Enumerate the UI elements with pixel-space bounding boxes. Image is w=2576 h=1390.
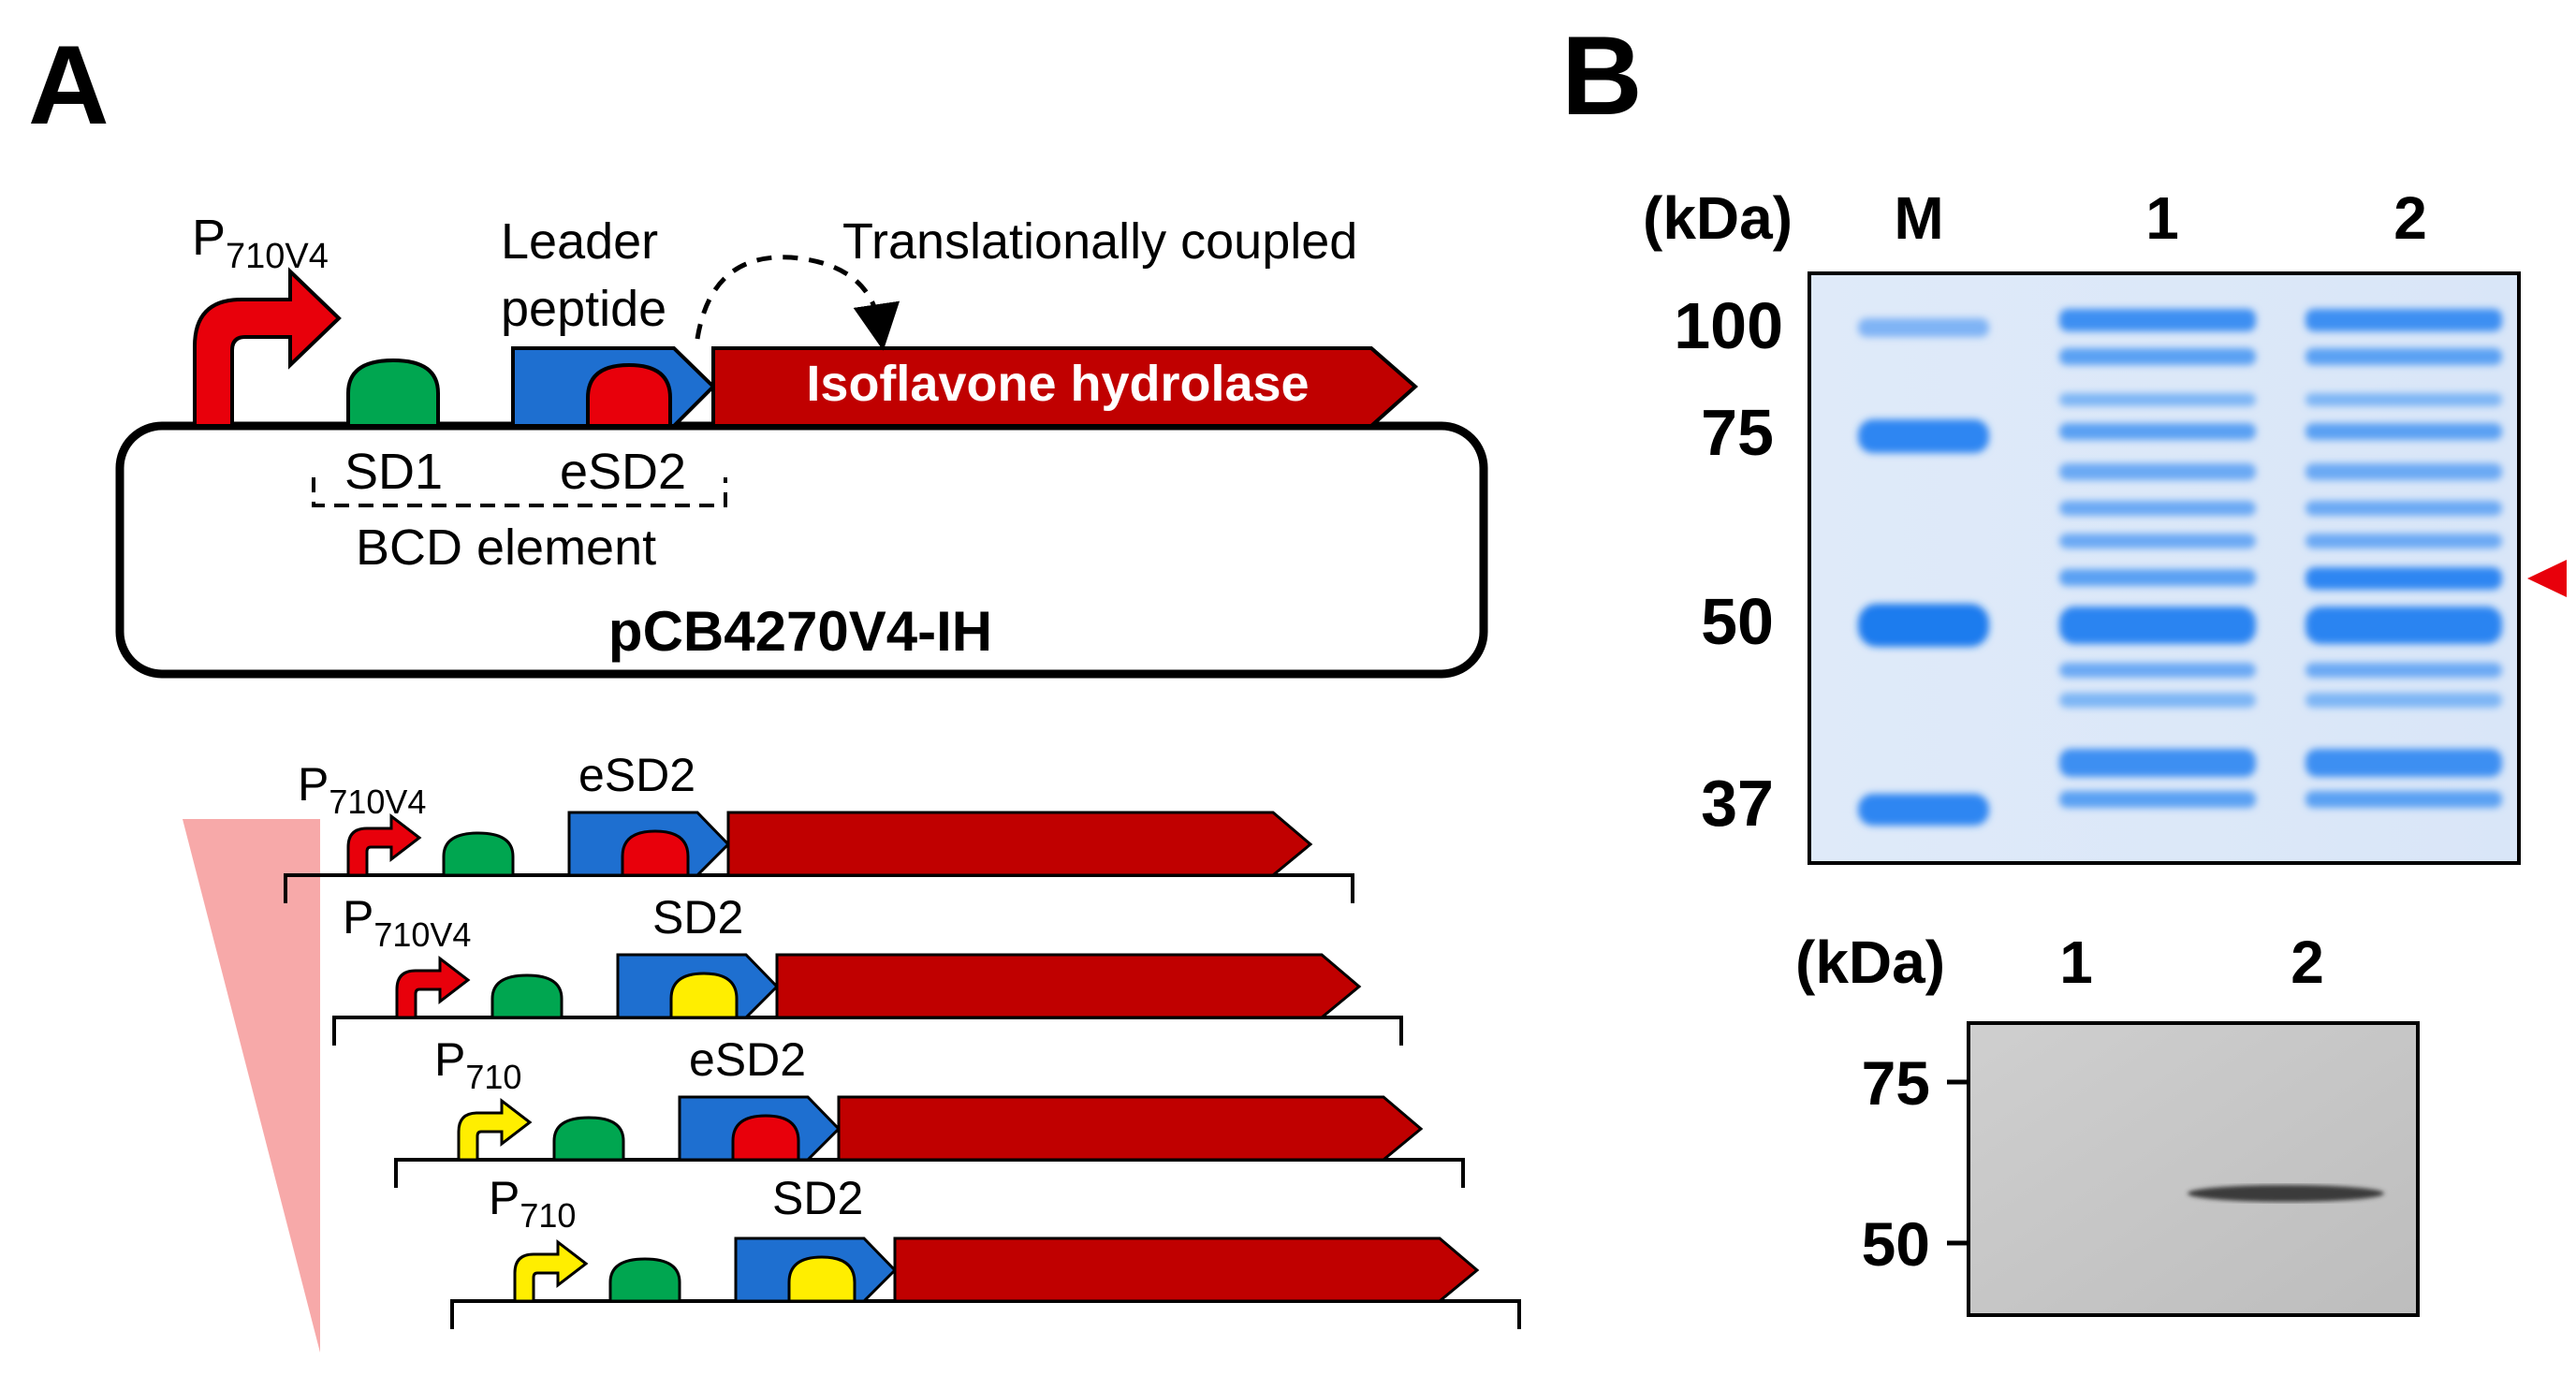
gel-marker-75: 75 (1701, 396, 1774, 469)
svg-text:P710V4: P710V4 (343, 891, 471, 954)
promoter-main-label: P710V4 (192, 210, 329, 276)
leader-label-line1: Leader (501, 213, 658, 270)
gene-label: Isoflavone hydrolase (806, 356, 1309, 412)
sds-page-gel (1808, 271, 2521, 865)
expression-gradient-triangle (183, 819, 320, 1353)
esd2-rbs-shape (586, 362, 672, 428)
variant-construct-3: P710 eSD2 (394, 1033, 1465, 1188)
gel-marker-37: 37 (1701, 767, 1774, 840)
blot-unit-label: (kDa) (1795, 929, 1945, 996)
variant-construct-4: P710 SD2 (450, 1172, 1521, 1329)
coupling-arrow (695, 255, 900, 351)
variant-construct-1: P710V4 eSD2 (284, 749, 1354, 903)
variant-1-rbs-label: eSD2 (578, 749, 695, 801)
panel-b-label: B (1561, 13, 1643, 139)
svg-text:P710: P710 (434, 1033, 521, 1096)
blot-marker-75: 75 (1862, 1048, 1930, 1118)
gel-lane-2: 2 (2393, 184, 2427, 252)
gel-marker-100: 100 (1674, 289, 1783, 362)
variant-construct-2: P710V4 SD2 (332, 891, 1403, 1046)
variant-3-rbs-label: eSD2 (689, 1033, 806, 1086)
panel-a-label: A (28, 22, 110, 148)
western-blot (1947, 1021, 2420, 1317)
sd1-label: SD1 (344, 444, 443, 500)
coupled-label: Translationally coupled (842, 213, 1357, 270)
svg-text:P710V4: P710V4 (298, 758, 426, 821)
gel-unit-label: (kDa) (1643, 184, 1793, 252)
variant-2-rbs-label: SD2 (652, 891, 743, 944)
blot-marker-50: 50 (1862, 1209, 1930, 1279)
isoflavone-hydrolase-gene (711, 346, 1419, 428)
target-band-arrow-icon (2527, 560, 2567, 597)
leader-label-line2: peptide (501, 281, 666, 337)
variant-4-rbs-label: SD2 (772, 1172, 863, 1224)
gel-lane-1: 1 (2145, 184, 2179, 252)
bcd-label: BCD element (356, 519, 656, 576)
blot-lane-2: 2 (2291, 929, 2324, 996)
plasmid-label: pCB4270V4-IH (608, 600, 992, 663)
promoter-main-arrow (193, 267, 342, 428)
svg-text:P710: P710 (489, 1172, 576, 1235)
sd1-rbs-shape (346, 358, 440, 428)
esd2-label: eSD2 (560, 444, 686, 500)
bcd-bracket (312, 477, 727, 507)
gel-marker-50: 50 (1701, 585, 1774, 658)
gel-lane-m: M (1894, 184, 1943, 252)
blot-lane-1: 1 (2059, 929, 2093, 996)
